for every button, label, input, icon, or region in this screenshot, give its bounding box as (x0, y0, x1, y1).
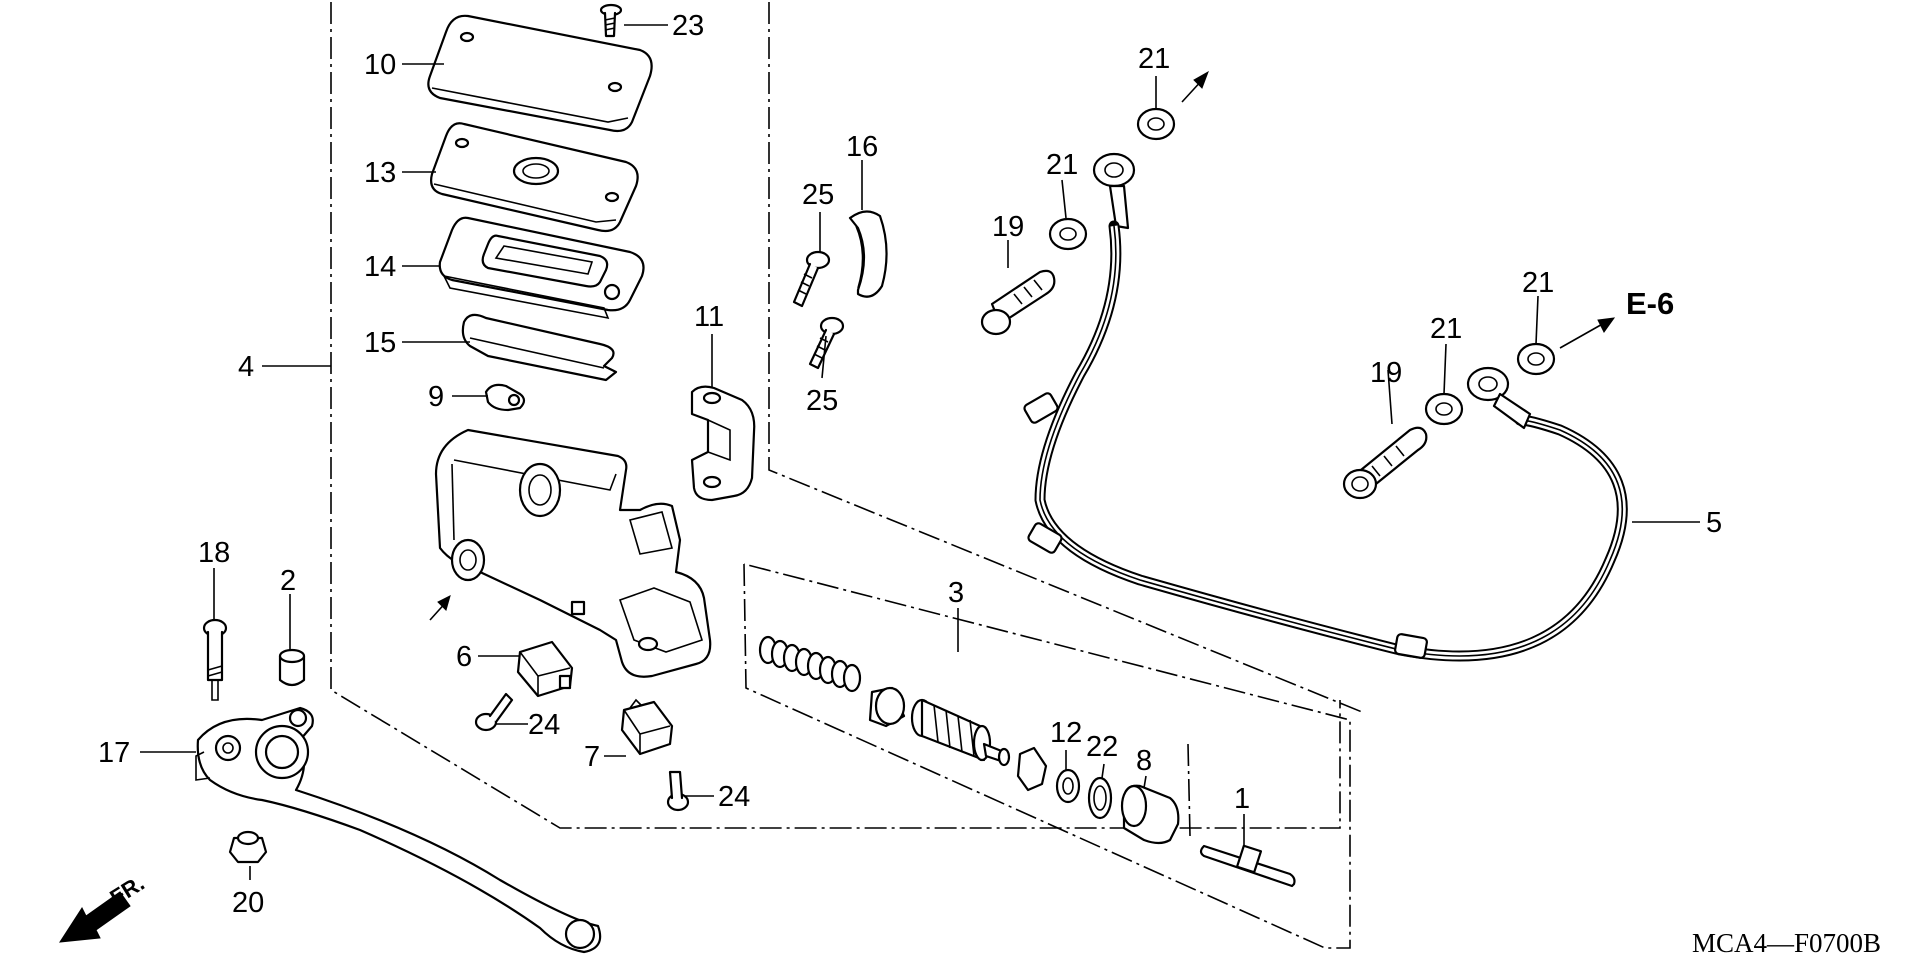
callout-8: 8 (1136, 745, 1152, 777)
callout-21-top: 21 (1138, 43, 1170, 75)
outlet-arrow-icon (429, 595, 451, 621)
callout-17: 17 (98, 737, 130, 769)
drawing-code-label: MCA4—F0700B (1692, 928, 1881, 958)
part-24-screw-left (474, 692, 514, 732)
part-16-boot (848, 210, 888, 298)
part-21-washer-top (1136, 107, 1176, 141)
part-19-banjo-bolt-lower (1342, 426, 1428, 500)
callout-10: 10 (364, 49, 396, 81)
callout-19-lower: 19 (1370, 357, 1402, 389)
part-12-washer (1055, 768, 1081, 804)
section-reference-label: E-6 (1626, 286, 1674, 321)
part-6-switch (516, 640, 574, 698)
callout-19-upper: 19 (992, 211, 1024, 243)
piston-set-inner-outline (1187, 743, 1191, 837)
callout-25-upper: 25 (802, 179, 834, 211)
callout-22: 22 (1086, 731, 1118, 763)
callout-7: 7 (584, 741, 600, 773)
callout-9: 9 (428, 381, 444, 413)
callout-24-left: 24 (528, 709, 560, 741)
part-9-clip (484, 383, 526, 412)
callout-21-mid-right: 21 (1522, 267, 1554, 299)
part-10-reservoir-cap (427, 14, 653, 133)
callout-13: 13 (364, 157, 396, 189)
callout-14: 14 (364, 251, 396, 283)
part-17-clutch-lever (195, 706, 602, 954)
part-14-diaphragm (438, 216, 645, 320)
piston-set-outline (743, 563, 1351, 949)
part-22-circlip (1087, 776, 1113, 820)
part-13-reservoir-plate (430, 122, 639, 233)
part-5-clutch-hose (1023, 152, 1628, 662)
part-24-screw-right (666, 770, 690, 812)
callout-25-lower: 25 (806, 385, 838, 417)
callout-labels: 23 10 13 14 15 4 9 11 16 25 25 21 21 19 … (98, 10, 1722, 919)
part-18-pivot-bolt (202, 618, 228, 701)
front-arrow-icon (59, 891, 131, 943)
callout-2: 2 (280, 565, 296, 597)
callout-20: 20 (232, 887, 264, 919)
callout-24-right: 24 (718, 781, 750, 813)
part-7-switch (620, 698, 674, 756)
master-cylinder-assembly-outline (330, 2, 1363, 829)
callout-11: 11 (694, 301, 724, 333)
callout-16: 16 (846, 131, 878, 163)
piston-spring (758, 635, 862, 693)
leader-lines (140, 24, 1700, 880)
part-2-collar (278, 648, 306, 687)
callout-1: 1 (1234, 783, 1250, 815)
callout-5: 5 (1706, 507, 1722, 539)
callout-15: 15 (364, 327, 396, 359)
part-23-screw (599, 3, 623, 38)
part-8-boot (1120, 784, 1180, 845)
part-3-piston-set (758, 635, 1048, 792)
part-25-screw-lower (808, 316, 845, 370)
callout-21-lower: 21 (1430, 313, 1462, 345)
part-15-float-plate (461, 313, 618, 382)
part-20-nut (228, 830, 268, 864)
part-21-washer-mid-right (1516, 342, 1556, 376)
hose-direction-arrow-icon-top (1181, 70, 1209, 103)
callout-21-mid-left: 21 (1046, 149, 1078, 181)
secondary-cup (1016, 746, 1048, 792)
callout-4: 4 (238, 351, 254, 383)
piston (910, 698, 1011, 767)
callout-23: 23 (672, 10, 704, 42)
callout-12: 12 (1050, 717, 1082, 749)
part-11-holder-clamp (690, 385, 756, 502)
callout-3: 3 (948, 577, 964, 609)
piston-cup (868, 686, 906, 728)
callout-6: 6 (456, 641, 472, 673)
callout-18: 18 (198, 537, 230, 569)
part-4-master-cylinder-body (434, 428, 712, 678)
part-19-banjo-bolt-upper (980, 269, 1056, 336)
part-1-push-rod (1199, 844, 1296, 888)
part-21-washer-mid-left (1048, 217, 1088, 251)
part-25-screw-upper (792, 250, 831, 308)
hose-direction-arrow-icon-e6 (1559, 317, 1616, 349)
part-21-washer-lower (1424, 392, 1464, 426)
